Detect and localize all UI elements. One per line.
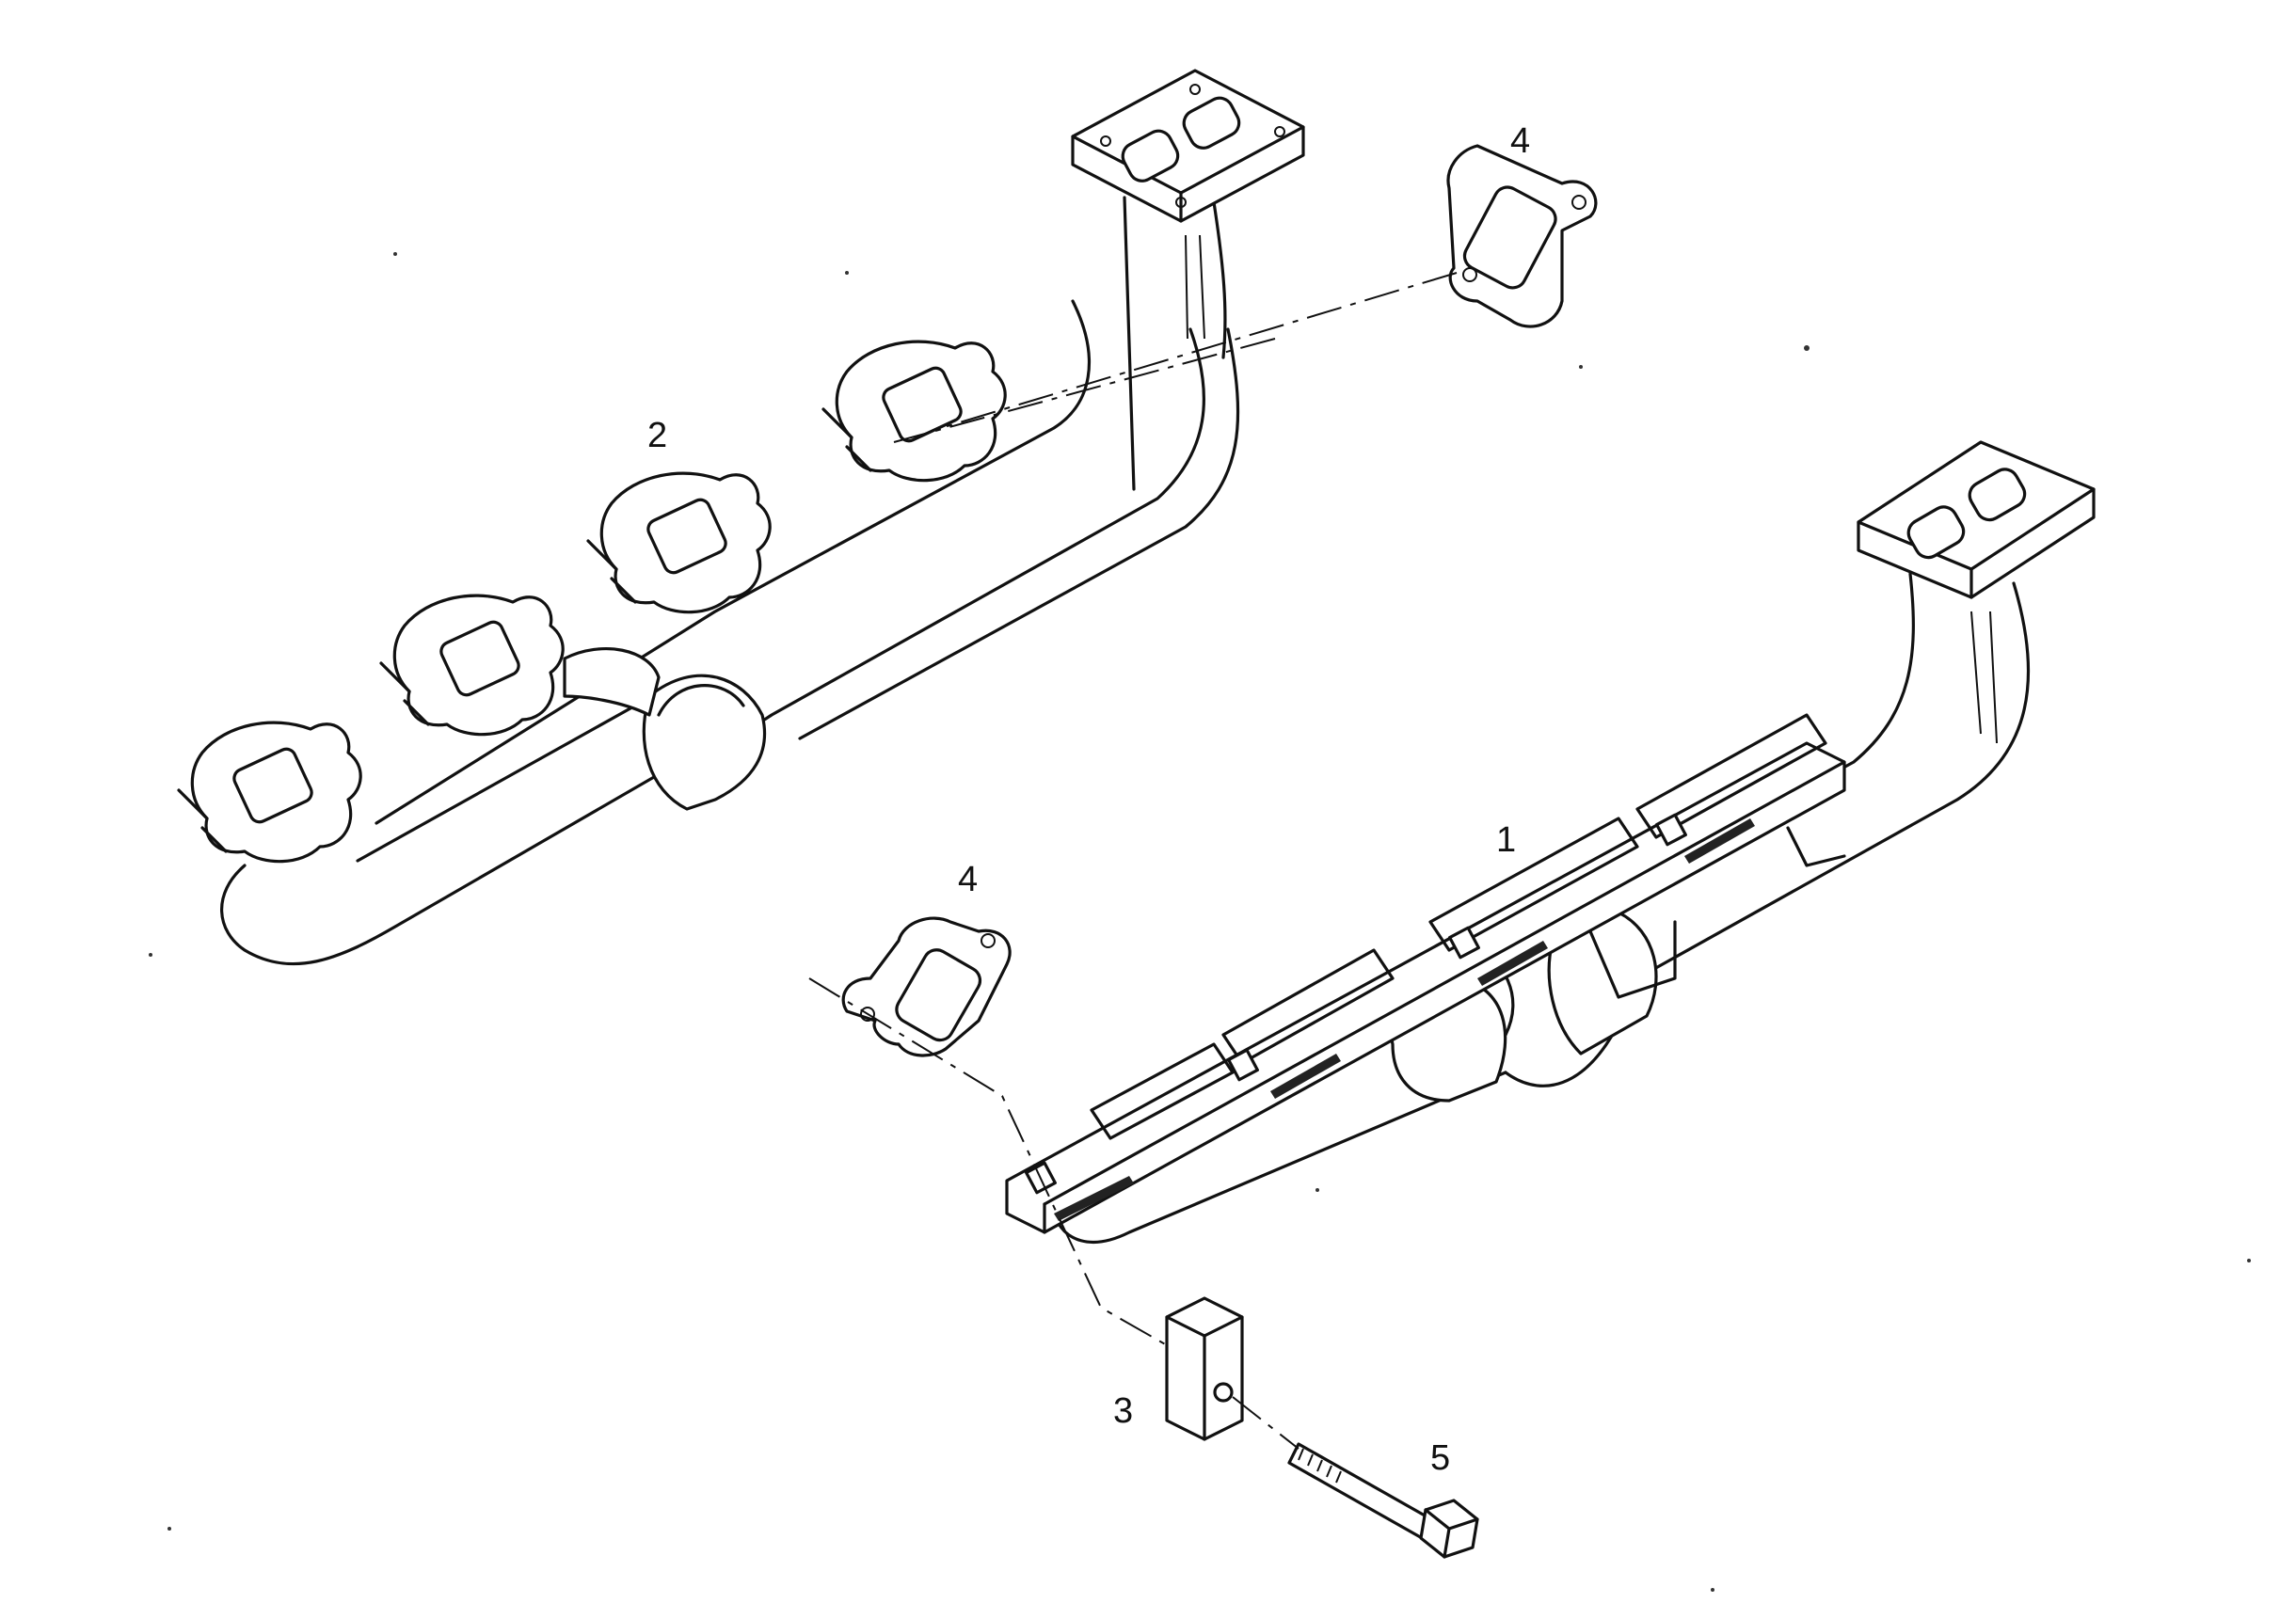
lower-exhaust-manifold <box>1005 440 2096 1244</box>
upper-manifold-port-1 <box>177 721 362 864</box>
part-label-4-lower: 4 <box>958 860 978 899</box>
upper-gasket <box>1446 144 1598 328</box>
hex-bolt <box>1287 1442 1479 1559</box>
lower-gasket <box>841 916 1012 1057</box>
assembly-center-lines <box>808 272 1458 1450</box>
part-label-1: 1 <box>1496 820 1516 860</box>
upper-manifold-port-3 <box>586 471 772 614</box>
upper-manifold-port-4 <box>821 340 1007 483</box>
spacer-block <box>1165 1296 1244 1441</box>
part-label-3: 3 <box>1113 1391 1133 1431</box>
part-label-2: 2 <box>647 416 667 455</box>
upper-manifold-port-2 <box>379 594 565 737</box>
part-label-4-upper: 4 <box>1510 121 1530 161</box>
part-label-5: 5 <box>1430 1438 1450 1478</box>
print-specks <box>149 252 2251 1592</box>
upper-exhaust-manifold <box>177 69 1305 966</box>
lower-manifold-port-rail <box>1005 713 1846 1234</box>
